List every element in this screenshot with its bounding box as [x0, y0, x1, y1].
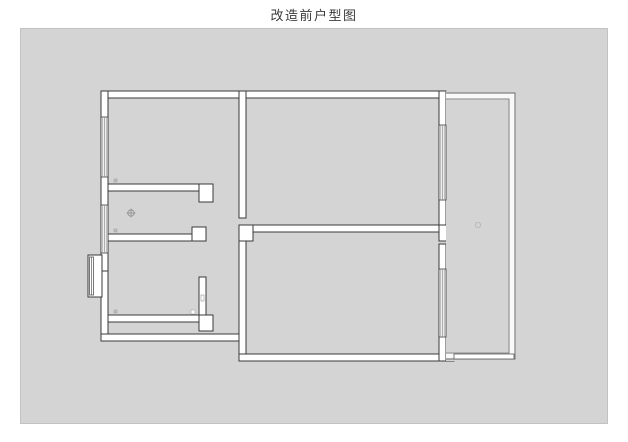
door-mark-bathroom-right — [200, 294, 205, 302]
wall-bedroom-bottom-jamb — [198, 183, 214, 203]
wall-bathroom-bottom — [107, 314, 207, 323]
wall-bedroom-bottom — [107, 183, 214, 192]
wall-exterior-bottom-left — [100, 333, 242, 342]
balcony-rail-inner-line — [446, 98, 510, 354]
wall-corridor-bottom — [107, 233, 207, 242]
wall-corridor-bottom-jamb — [191, 226, 207, 242]
bay-window-left — [89, 256, 94, 296]
wall-partition-bedroom-bottom-left — [238, 240, 247, 362]
walls-group — [87, 90, 455, 362]
window-left-lower — [100, 204, 109, 254]
floorplan-canvas — [20, 28, 608, 424]
window-right-upper — [438, 124, 447, 201]
door-mark-bathroom — [190, 309, 196, 315]
balcony-rail-band — [446, 91, 518, 361]
balcony-right — [446, 91, 518, 361]
floor-drain-corridor — [126, 208, 136, 218]
floor-drain-balcony — [474, 221, 481, 228]
wall-bathroom-bottom-jamb — [198, 314, 214, 332]
page-title: 改造前户型图 — [270, 8, 358, 23]
door-mark-corridor-b — [113, 309, 118, 314]
wall-partition-bedroom-living — [238, 90, 247, 219]
window-left-upper — [100, 116, 109, 178]
door-marks-group — [113, 178, 205, 315]
floorplan-drawing — [87, 90, 518, 362]
wall-exterior-bottom-center — [238, 353, 455, 362]
door-mark-corridor-a — [113, 228, 118, 233]
wall-exterior-top — [100, 90, 447, 99]
window-right-lower — [438, 268, 447, 338]
door-mark-bedroom — [113, 178, 118, 183]
balcony-threshold-bottom — [453, 353, 515, 360]
wall-living-bottom — [245, 224, 447, 233]
wall-living-bottom-left-jamb — [238, 224, 254, 242]
